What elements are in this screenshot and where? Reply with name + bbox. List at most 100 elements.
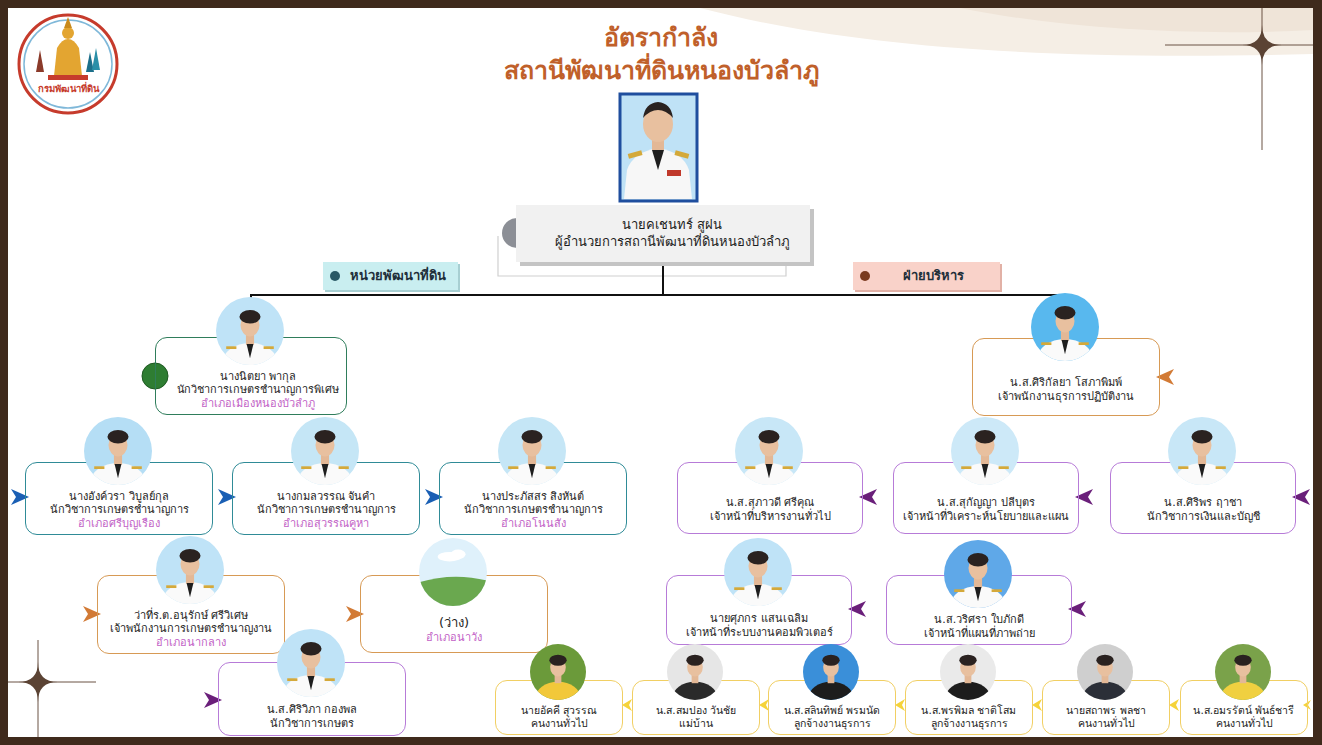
photo-epaulette (992, 590, 1002, 593)
photo-tie (1199, 464, 1206, 478)
pointer-arrow (204, 692, 222, 708)
photo-epaulette (1042, 343, 1052, 346)
pointer-arrow (218, 489, 236, 505)
photo-body (951, 586, 1007, 608)
person-name: นายศุภกร แสนเฉลิม (673, 612, 845, 626)
photo-hair (315, 430, 336, 444)
staff-card: น.ส.พรพิมล ชาติโสมลูกจ้างงานธุรการ (905, 680, 1033, 735)
section-name: ฝ่ายบริหาร (875, 268, 992, 284)
pointer-arrow (1032, 699, 1042, 711)
photo-body (672, 682, 718, 700)
district-name: อำเภอโนนสัง (446, 517, 620, 531)
photo-body (808, 682, 854, 700)
portrait-photo (1168, 417, 1236, 485)
photo-body (284, 675, 340, 697)
position-title: เจ้าหน้าที่แผนที่ภาพถ่าย (893, 627, 1065, 641)
staff-card: นางนิตยา พากุลนักวิชาการเกษตรชำนาญการพิเ… (155, 337, 347, 415)
portrait-photo (735, 417, 803, 485)
portrait-photo (530, 644, 586, 700)
portrait-photo (1031, 293, 1099, 361)
photo-body (91, 463, 147, 485)
person-name: น.ส.ศิริพร ฤาชา (1117, 496, 1289, 510)
position-title: ลูกจ้างงานธุรการ (773, 717, 891, 730)
staff-card: น.ส.สุกัญญา ปลีบุตรเจ้าหน้าที่วิเคราะห์น… (893, 462, 1079, 534)
photo-epaulette (95, 467, 105, 470)
pointer-arrow (11, 489, 29, 505)
position-title: แม่บ้าน (637, 717, 755, 730)
photo-tie (247, 344, 254, 358)
photo-tie (529, 464, 536, 478)
pointer-arrow (848, 601, 866, 617)
portrait-photo (291, 417, 359, 485)
photo-epaulette (628, 150, 643, 158)
logo-figure (62, 27, 74, 39)
photo-epaulette (264, 347, 274, 350)
photo-ground (419, 538, 487, 606)
person-name: น.ส.ศิริวิภา กองพล (225, 703, 399, 717)
pointer-arrows (11, 369, 1311, 711)
photo-epaulette (325, 679, 335, 682)
photo-epaulette (962, 467, 972, 470)
person-name: น.ส.สมปอง วันชัย (637, 704, 755, 717)
person-name: ว่าที่ร.ต.อนุรักษ์ ศรีวิเศษ (104, 609, 278, 623)
photo-epaulette (227, 347, 237, 350)
position-title: ผู้อำนวยการสถานีพัฒนาที่ดินหนองบัวลำภู (542, 234, 802, 250)
position-title: ลูกจ้างงานธุรการ (910, 717, 1028, 730)
photo-tie (322, 464, 329, 478)
photo-body (731, 584, 787, 606)
position-title: เจ้าหน้าที่ระบบงานคอมพิวเตอร์ (673, 626, 845, 640)
staff-card: ว่าที่ร.ต.อนุรักษ์ ศรีวิเศษเจ้าพนักงานกา… (97, 575, 285, 654)
staff-card: น.ส.วริศรา ใบภักดีเจ้าหน้าที่แผนที่ภาพถ่… (886, 575, 1072, 645)
position-title: เจ้าหน้าที่วิเคราะห์นโยบายและแผน (900, 510, 1072, 524)
portrait-photo (940, 644, 996, 700)
pointer-arrow (1068, 601, 1086, 617)
staff-card: น.ส.สุภาวดี ศรีคุณเจ้าหน้าที่บริหารงานทั… (677, 462, 863, 534)
photo-body (535, 682, 581, 700)
pointer-arrow (1303, 700, 1311, 710)
photo-tie (187, 583, 194, 597)
band-dot (330, 271, 340, 281)
photo-epaulette (132, 467, 142, 470)
portrait-photo (1077, 644, 1133, 700)
pointer-arrow (346, 606, 364, 622)
photo-hair (748, 551, 769, 565)
sparkle-star (18, 662, 58, 702)
photo-epaulette (1179, 467, 1189, 470)
position-title: คนงานทั่วไป (1185, 717, 1303, 730)
staff-card: นางประภัสสร สิงหันต์นักวิชาการเกษตรชำนาญ… (439, 462, 627, 535)
position-title: นักวิชาการเงินและบัญชี (1117, 510, 1289, 524)
photo-body (1175, 463, 1231, 485)
photo-epaulette (746, 467, 756, 470)
photo-tie (115, 464, 122, 478)
pointer-arrow (622, 699, 632, 711)
photo-hair (1235, 655, 1252, 666)
staff-card: น.ส.อมรรัตน์ พันธ์ชารีคนงานทั่วไป (1180, 680, 1308, 735)
pointer-arrow (895, 699, 905, 711)
person-name: น.ส.พรพิมล ชาติโสม (910, 704, 1028, 717)
photo-epaulette (783, 467, 793, 470)
photo-tie (755, 585, 762, 599)
photo-hair (1097, 655, 1114, 666)
photo-epaulette (302, 467, 312, 470)
staff-card: นางอังค์วรา วิบูลย์กุลนักวิชาการเกษตรชำน… (25, 462, 213, 535)
photo-body (945, 682, 991, 700)
staff-card: นายสถาพร พลชาคนงานทั่วไป (1042, 680, 1170, 735)
logo (19, 15, 117, 113)
photo-body (1038, 339, 1094, 361)
band-dot (860, 271, 870, 281)
position-title: นักวิชาการเกษตร (225, 717, 399, 731)
page-ground (8, 8, 1313, 737)
sparkle-star (1242, 25, 1282, 65)
person-name: นายคเชนทร์ สูฝน (542, 217, 802, 233)
portrait-photo (803, 644, 859, 700)
district-name: อำเภอสุวรรณคูหา (239, 517, 413, 531)
portrait-photo (951, 417, 1019, 485)
photo-body (163, 582, 219, 604)
district-name: อำเภอนาวัง (367, 631, 541, 645)
person-name: น.ส.อมรรัตน์ พันธ์ชารี (1185, 704, 1303, 717)
connector (663, 262, 1066, 338)
photo-hair (108, 430, 129, 444)
photo-tie (975, 587, 982, 601)
position-title: นักวิชาการเกษตรชำนาญการ (32, 503, 206, 517)
staff-card: น.ส.ศิริวิภา กองพลนักวิชาการเกษตร (218, 662, 406, 736)
